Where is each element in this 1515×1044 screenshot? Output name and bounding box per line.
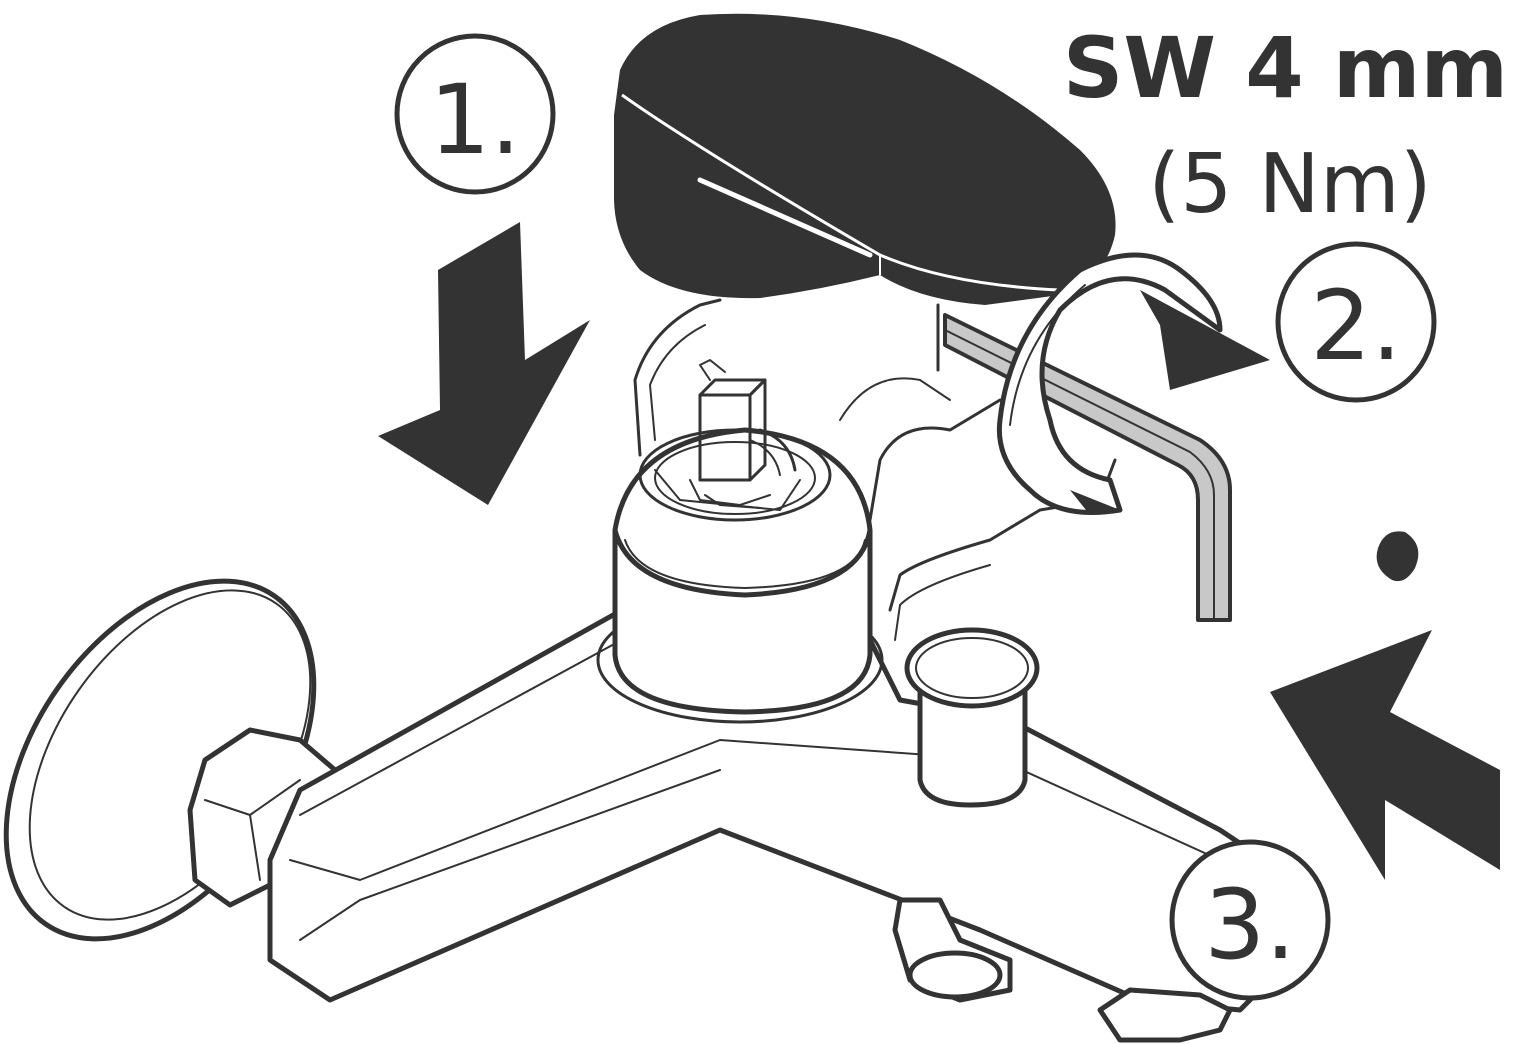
water-drop-icon [1376, 531, 1419, 582]
step-3-marker: 3. [1169, 839, 1331, 1001]
cartridge-housing [596, 427, 884, 724]
lever-handle [614, 13, 1116, 305]
hex-key [936, 303, 1232, 622]
rear-body [633, 298, 1117, 641]
mixer-body [267, 597, 1293, 1013]
step-2-marker: 2. [1275, 241, 1437, 403]
step-1-marker: 1. [394, 33, 556, 195]
cartridge [638, 359, 832, 522]
step-3-label: 3. [1204, 869, 1296, 981]
step-2-label: 2. [1310, 270, 1402, 382]
step-1-label: 1. [429, 64, 521, 176]
diverter-knob [904, 627, 1040, 808]
push-arrow-icon [1270, 630, 1500, 880]
torque-label: (5 Nm) [1148, 137, 1431, 232]
spout [892, 897, 1233, 1043]
down-arrow-icon [378, 222, 590, 505]
wrench-size-label: SW 4 mm [1063, 19, 1508, 117]
rotation-arrow [996, 252, 1270, 515]
